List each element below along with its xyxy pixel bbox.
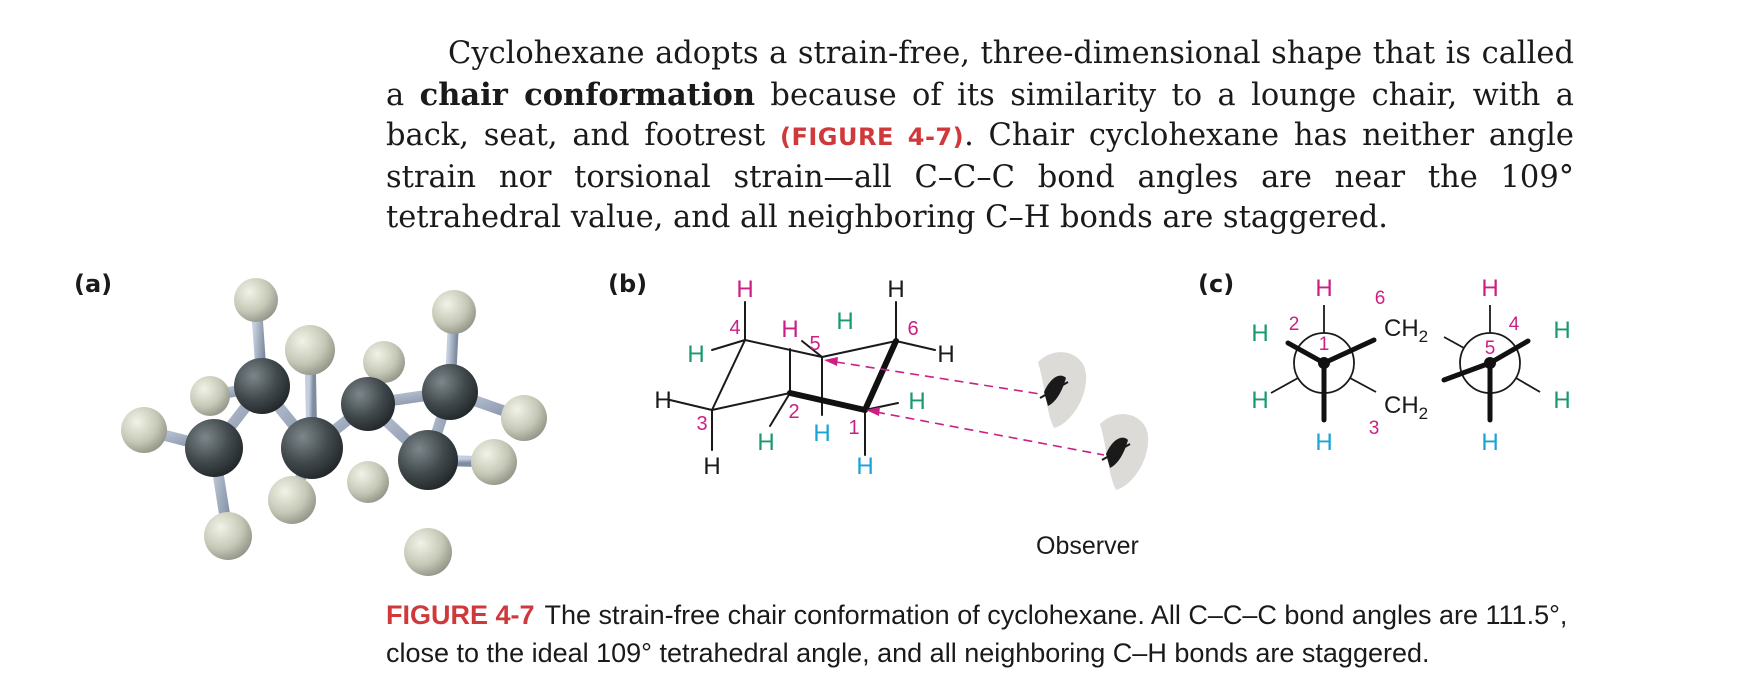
h-label: H <box>856 453 873 480</box>
carbon-number: 5 <box>1485 338 1496 359</box>
h-label: H <box>687 341 704 368</box>
eye-icon <box>1100 414 1149 490</box>
hydrogen-atom <box>347 461 389 503</box>
hydrogen-atom <box>285 325 335 375</box>
hydrogen-atom <box>268 476 316 524</box>
carbon-atom <box>234 358 290 414</box>
hydrogen-atom <box>363 341 405 383</box>
front-bonds <box>787 338 899 413</box>
eye-icon <box>1038 352 1087 428</box>
para-term: chair conformation <box>419 76 755 113</box>
h-label: H <box>1315 429 1332 456</box>
hydrogen-atom <box>204 512 252 560</box>
h-label: H <box>1251 387 1268 414</box>
h-label: H <box>703 453 720 480</box>
caption-figure-number: FIGURE 4-7 <box>386 600 535 630</box>
panel-b-label: (b) <box>608 270 648 298</box>
hydrogen-atom <box>234 278 278 322</box>
carbon-number: 1 <box>848 417 859 439</box>
h-label: H <box>887 276 904 303</box>
carbon-number: 4 <box>729 317 740 339</box>
para-text-2: because of its similarity to a lounge ch… <box>386 77 1574 154</box>
h-label: H <box>1553 387 1570 414</box>
h-label: H <box>736 276 753 303</box>
carbon-number: 5 <box>809 333 820 355</box>
carbon-number: 3 <box>1369 418 1380 439</box>
carbon-number: 6 <box>1375 288 1386 309</box>
hydrogen-atom <box>471 439 517 485</box>
figure-reference-link[interactable]: (FIGURE 4-7) <box>780 123 965 151</box>
carbon-number: 1 <box>1319 334 1330 355</box>
carbon-number: 3 <box>696 413 707 435</box>
carbon-atom <box>185 419 243 477</box>
para-text-1: Cyclohexane adopts a strain-free, three-… <box>386 36 1574 113</box>
carbon-number: 6 <box>907 318 918 340</box>
caption-text: The strain-free chair conformation of cy… <box>386 600 1568 668</box>
carbon-atom <box>281 417 343 479</box>
h-label: H <box>1553 317 1570 344</box>
carbon-atom <box>422 364 478 420</box>
h-label: H <box>836 308 853 335</box>
h-label: H <box>1251 320 1268 347</box>
carbon-number: 2 <box>788 401 799 423</box>
carbon-number: 2 <box>1289 314 1300 335</box>
carbon-atom <box>398 430 458 490</box>
h-label: H <box>1315 275 1332 302</box>
h-label: H <box>1481 429 1498 456</box>
panel-c-label: (c) <box>1198 270 1235 298</box>
h-label: H <box>654 387 671 414</box>
newman-projection: H H H H H H H H CH2 CH2 1 2 3 4 5 6 <box>1251 275 1570 456</box>
panel-a-label: (a) <box>74 270 113 298</box>
hydrogen-atom <box>121 407 167 453</box>
h-label: H <box>781 316 798 343</box>
sight-lines <box>835 361 1105 456</box>
ball-and-stick-model <box>121 278 547 576</box>
hydrogen-atom <box>190 376 230 416</box>
hydrogen-atom <box>404 528 452 576</box>
chair-drawing: H H H H H H H H H H H H 1 2 3 4 5 6 <box>654 276 1105 480</box>
h-label: H <box>1481 275 1498 302</box>
para-text-3: . Chair cyclohexane has neither angle st… <box>386 118 1574 235</box>
ch2-label: CH2 <box>1384 315 1428 346</box>
observer-label: Observer <box>1036 532 1139 560</box>
body-paragraph: Cyclohexane adopts a strain-free, three-… <box>386 34 1574 239</box>
ch2-label: CH2 <box>1384 392 1428 423</box>
h-label: H <box>813 420 830 447</box>
h-label: H <box>908 388 925 415</box>
front-bonds <box>1285 337 1531 423</box>
h-label: H <box>937 341 954 368</box>
h-label: H <box>757 429 774 456</box>
hydrogen-atom <box>501 395 547 441</box>
carbon-atom <box>341 377 395 431</box>
carbon-number: 4 <box>1509 314 1520 335</box>
hydrogen-atom <box>432 290 476 334</box>
